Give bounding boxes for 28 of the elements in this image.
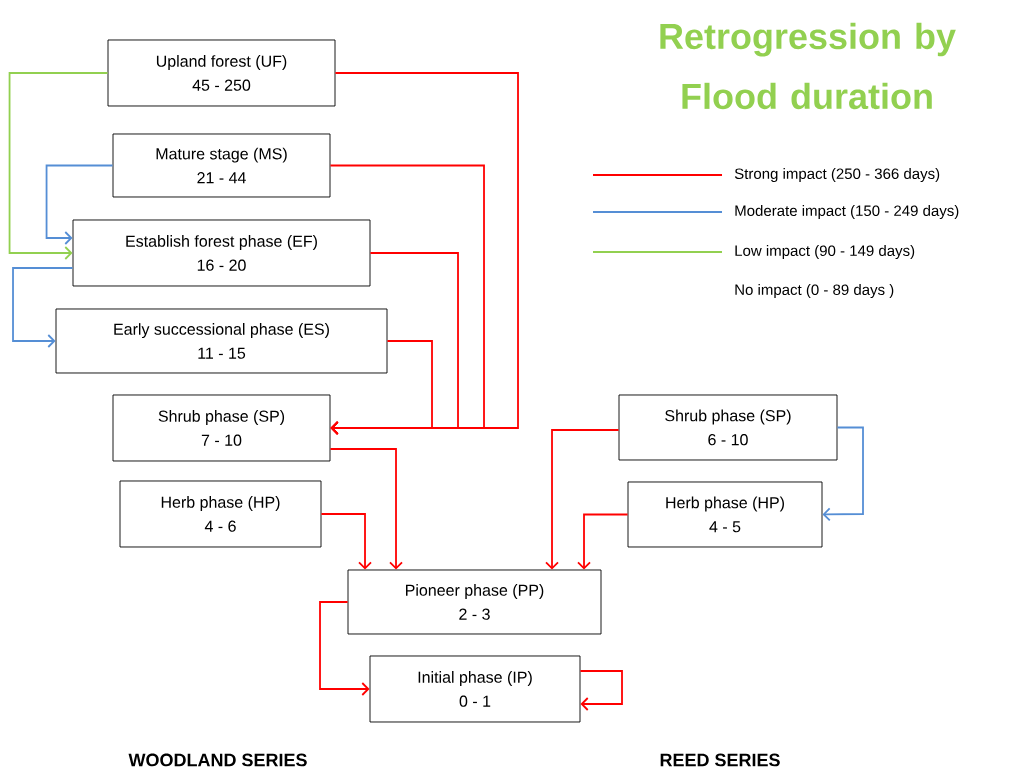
stage-box: Herb phase (HP) 4 - 5 [627,481,823,548]
arrow [329,448,403,570]
legend-text: Low impact (90 - 149 days) [735,245,915,259]
arrow [319,601,370,696]
stage-box: Establish forest phase (EF) 16 - 20 [72,219,371,287]
arrow [320,513,372,570]
arrow [579,670,623,711]
arrow [822,426,864,522]
arrow [577,513,629,570]
stage-box: Shrub phase (SP) 7 - 10 [112,394,331,462]
legend-text: No impact (0 - 89 days ) [735,284,894,298]
arrow [8,72,109,260]
arrow [545,429,620,570]
title: Retrogression by Flood duration [660,22,956,110]
stage-box: Initial phase (IP) 0 - 1 [369,655,581,723]
arrow [45,164,114,245]
stage-box: Herb phase (HP) 4 - 6 [119,480,322,548]
stage-box: Pioneer phase (PP) 2 - 3 [347,569,602,635]
stage-box: Shrub phase (SP) 6 - 10 [618,394,838,461]
series-label: WOODLAND SERIES [128,753,307,767]
legend-text: Strong impact (250 - 366 days) [734,168,940,182]
stage-box: Early successional phase (ES) 11 - 15 [55,308,388,374]
series-label: REED SERIES [660,753,780,767]
stage-box: Upland forest (UF) 45 - 250 [107,39,336,107]
arrow [12,267,74,348]
legend-text: Moderate impact (150 - 249 days) [735,205,959,219]
arrow [330,340,433,435]
stage-box: Mature stage (MS) 21 - 44 [112,133,331,198]
